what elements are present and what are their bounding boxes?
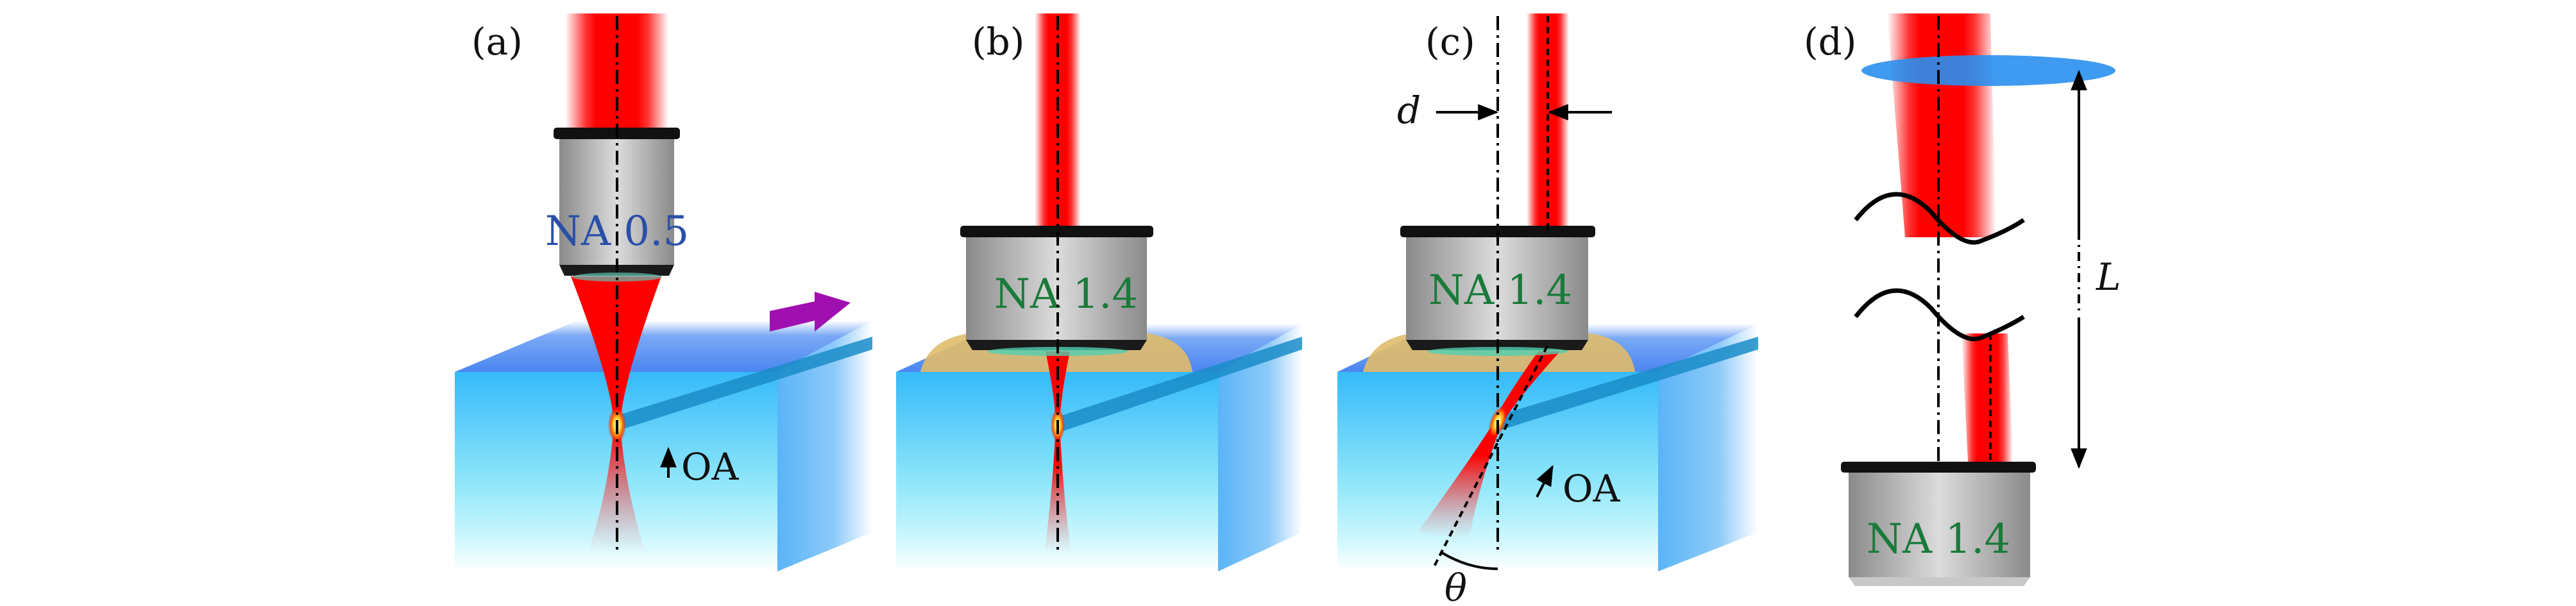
waveguide-channel — [1498, 337, 1758, 431]
panel-c: (c) NA 1.4 θ d OA — [1337, 13, 1758, 606]
scan-lens — [1861, 55, 2115, 86]
objective-na-label: NA 1.4 — [1428, 267, 1572, 314]
objective-lens: NA 1.4 — [1841, 462, 2036, 586]
panel-d: (d) L NA 1.4 — [1804, 13, 2121, 586]
tilted-focused-beam — [1418, 351, 1560, 539]
waveguide-channel — [1058, 337, 1302, 433]
panel-a: (a) NA 0.5 OA — [455, 13, 872, 571]
panel-d-label: (d) — [1804, 20, 1856, 63]
oa-label: OA — [681, 445, 740, 489]
objective-na-label: NA 1.4 — [1867, 516, 2010, 563]
axis-break-icon — [1854, 288, 2025, 342]
sample-block — [455, 321, 872, 571]
lower-beam — [1962, 333, 2013, 462]
scan-direction-arrow-icon — [770, 292, 851, 332]
l-label: L — [2096, 255, 2121, 299]
panel-c-label: (c) — [1425, 20, 1475, 63]
panel-b: (b) NA 1.4 — [896, 13, 1302, 571]
objective-na-label: NA 1.4 — [994, 271, 1138, 318]
panel-a-label: (a) — [471, 20, 523, 63]
upper-beam — [1887, 13, 1996, 237]
tilted-beam-axis-dashed — [1432, 346, 1548, 568]
oa-label: OA — [1563, 467, 1621, 510]
waveguide-channel — [617, 337, 872, 431]
panel-b-label: (b) — [972, 20, 1024, 63]
axis-break-icon — [1854, 192, 2025, 245]
oa-arrow-icon — [1536, 465, 1554, 498]
angle-arc — [1441, 551, 1498, 570]
theta-label: θ — [1445, 566, 1467, 606]
d-label: d — [1397, 88, 1421, 132]
